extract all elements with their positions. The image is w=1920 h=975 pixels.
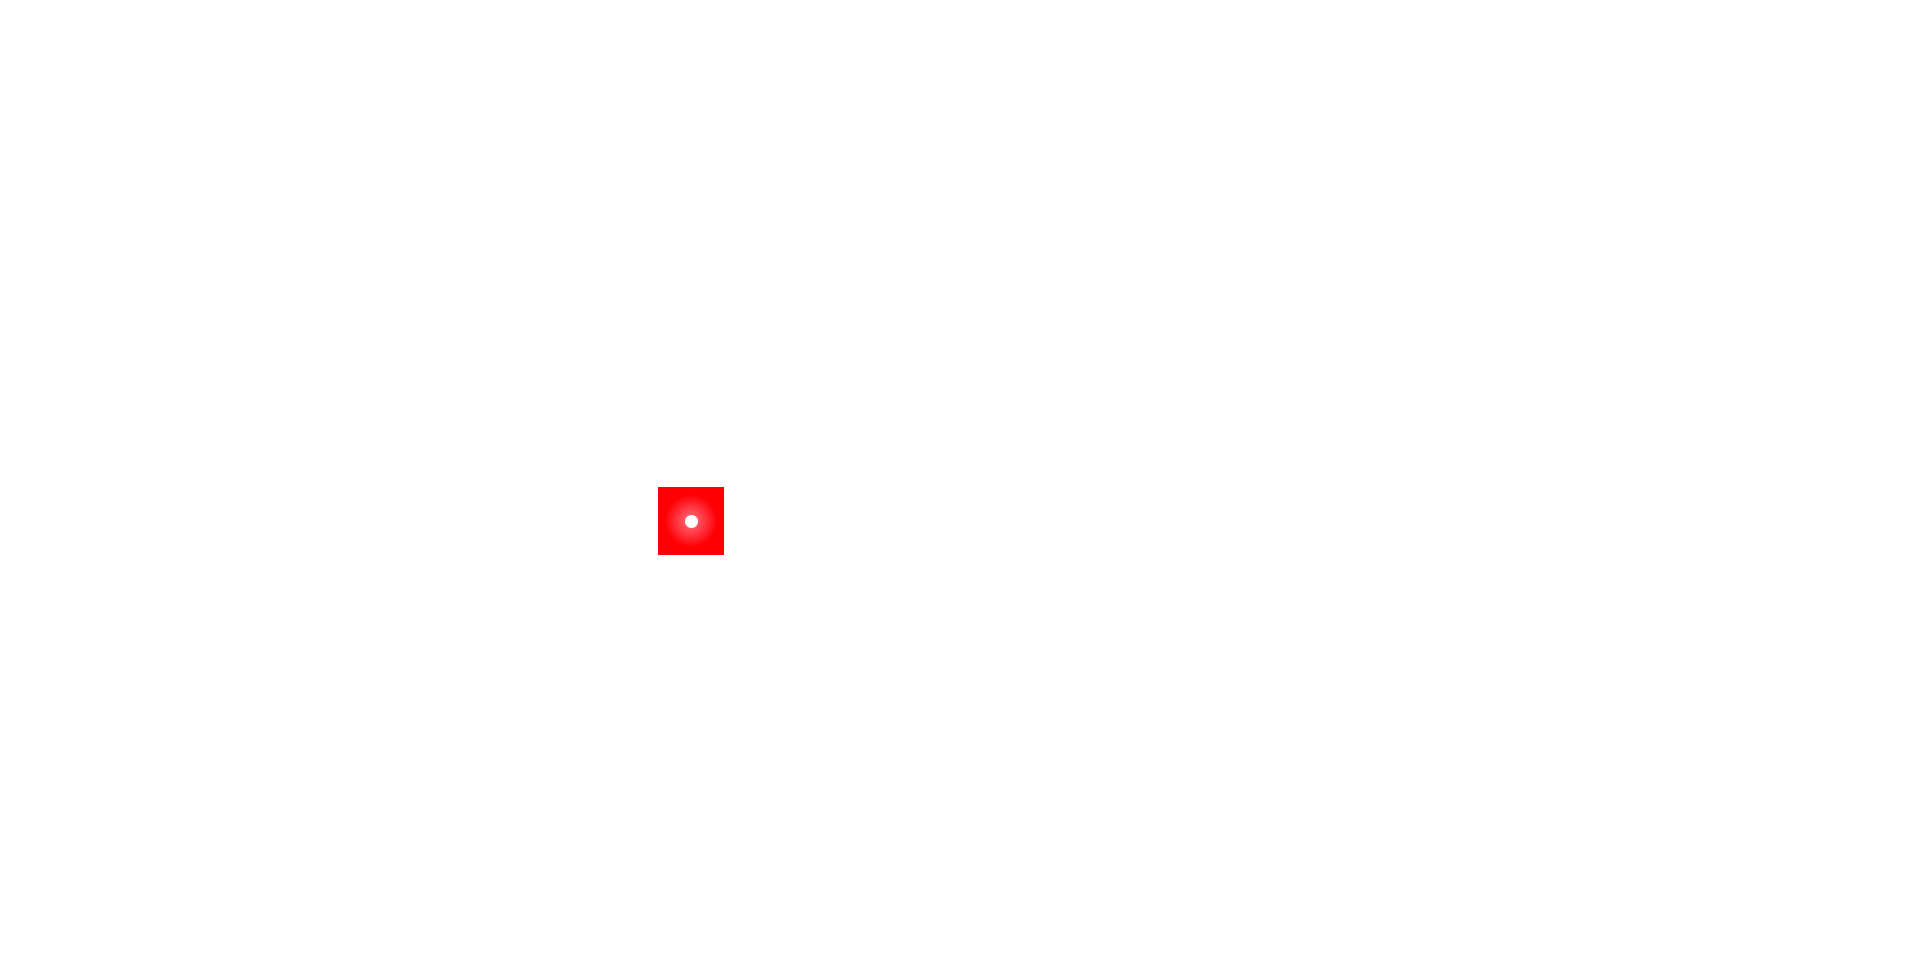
center-dot-icon xyxy=(684,514,698,528)
red-square-marker[interactable] xyxy=(658,487,724,555)
